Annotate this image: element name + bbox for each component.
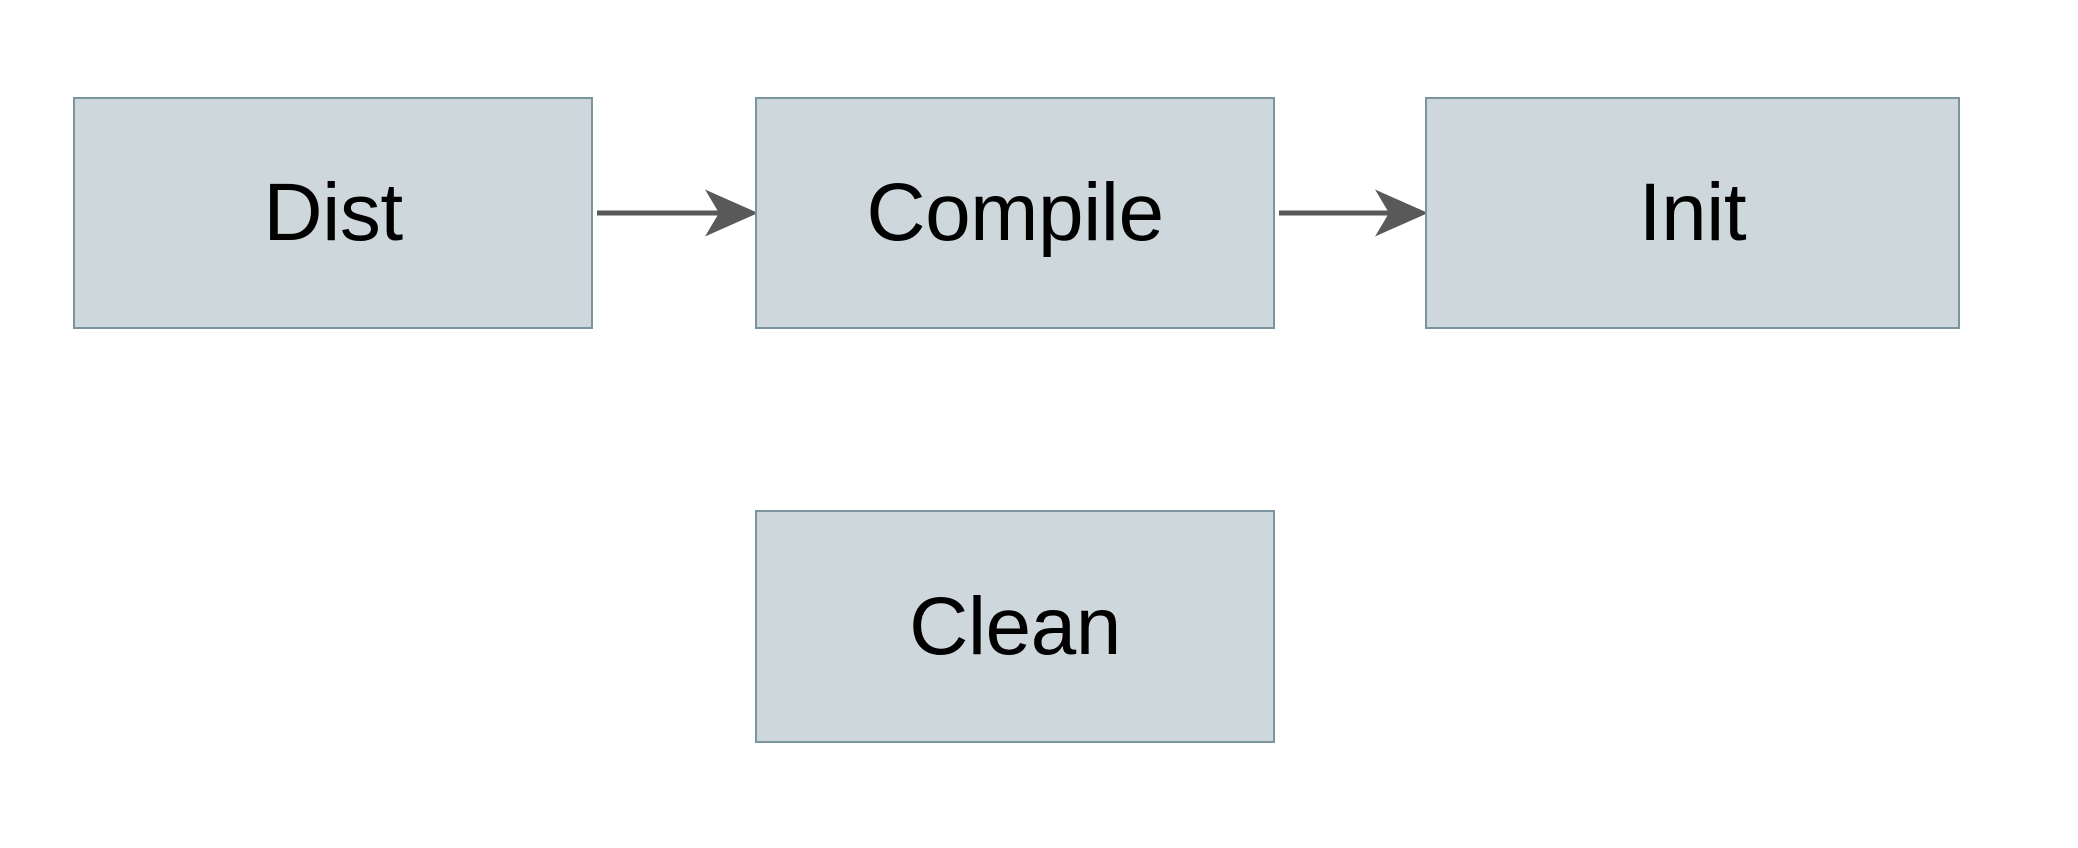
node-compile[interactable]: Compile [755, 97, 1275, 329]
node-dist-label: Dist [263, 167, 403, 258]
node-clean[interactable]: Clean [755, 510, 1275, 743]
node-compile-label: Compile [866, 167, 1164, 258]
node-init-label: Init [1638, 167, 1747, 258]
node-init[interactable]: Init [1425, 97, 1960, 329]
node-dist[interactable]: Dist [73, 97, 593, 329]
node-clean-label: Clean [909, 580, 1121, 672]
